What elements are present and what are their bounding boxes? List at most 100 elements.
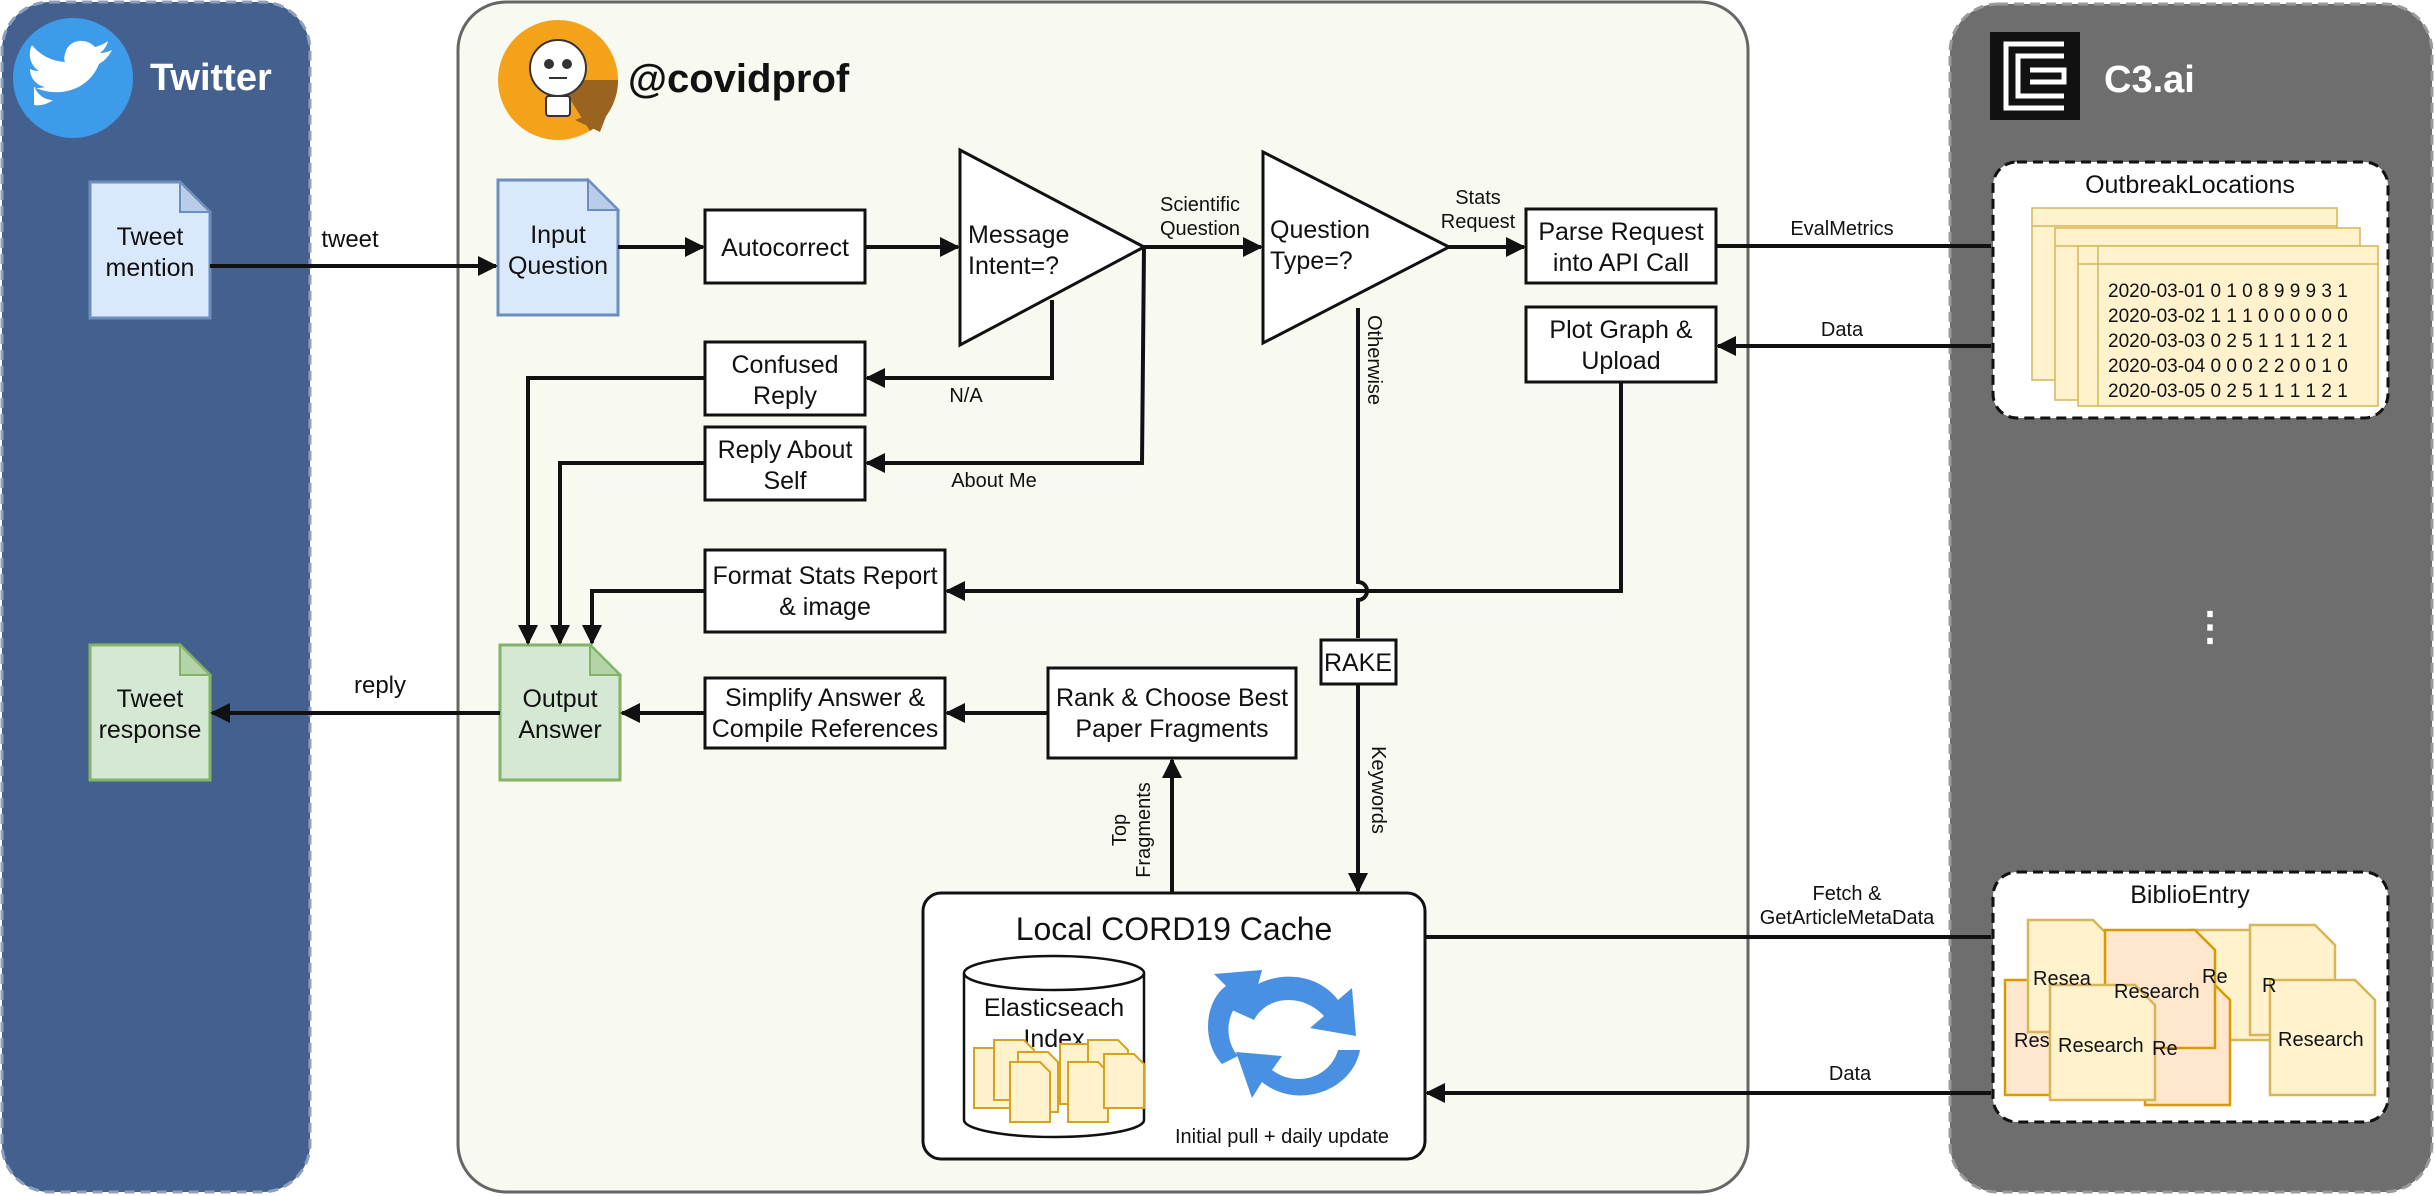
edge-plot-to-format [945,382,1623,601]
ellipsis: ⋮ [2190,605,2230,649]
confused-reply-label-1: Confused [731,351,838,379]
research-documents-icon [2003,918,2377,1107]
edge-confused-output [518,376,705,645]
edge-label-otherwise: Otherwise [1363,315,1385,405]
reply-about-self-node: Reply About Self [703,425,867,502]
autocorrect-label: Autocorrect [721,234,849,262]
simplify-answer-label-1: Simplify Answer & [725,684,925,712]
plot-graph-label-2: Upload [1581,347,1660,375]
autocorrect-node: Autocorrect [703,208,867,285]
cache-update-label: Initial pull + daily update [1175,1126,1389,1148]
edge-label-stats-2: Request [1441,211,1516,233]
outbreak-locations-node: OutbreakLocations 2020-03-01 0 1 0 8 9 9… [1991,160,2390,420]
biblio-entry-node: BiblioEntry Resea Res Re Re R Research R… [1991,870,2390,1124]
edge-label-stats-1: Stats [1455,187,1501,209]
output-answer-label-1: Output [522,685,597,713]
parse-request-label-2: into API Call [1553,249,1689,277]
rank-choose-node: Rank & Choose Best Paper Fragments [1046,666,1298,760]
research-label: Research [2058,1035,2144,1057]
reply-about-self-label-2: Self [763,467,806,495]
outbreak-row: 2020-03-04 0 0 0 2 2 0 0 1 0 [2108,356,2348,377]
edge-otherwise [1356,308,1369,638]
rake-node: RAKE [1319,638,1398,686]
edge-label-eval-metrics: EvalMetrics [1790,218,1893,240]
biblio-entry-title: BiblioEntry [2130,881,2250,909]
simplify-answer-node: Simplify Answer & Compile References [703,676,947,750]
question-type-node: Question Type=? [1261,149,1453,346]
input-question-label-1: Input [530,221,586,249]
research-label-partial: Res [2014,1030,2050,1052]
rank-choose-label-1: Rank & Choose Best [1056,684,1288,712]
edge-label-na: N/A [949,385,983,407]
cord19-cache-node: Local CORD19 Cache Elasticseach Index In… [921,891,1427,1161]
format-stats-node: Format Stats Report & image [703,548,947,634]
message-intent-label-1: Message [968,221,1069,249]
message-intent-label-2: Intent=? [968,252,1059,280]
twitter-lane-title: Twitter [150,57,272,99]
parse-request-label-1: Parse Request [1538,218,1703,246]
format-stats-label-1: Format Stats Report [712,562,937,590]
edge-label-keywords: Keywords [1367,746,1389,834]
research-label-partial: Resea [2033,968,2092,990]
edge-about-output [550,461,705,645]
c3-logo-icon [1990,32,2080,120]
edge-label-data-top: Data [1821,319,1864,341]
tweet-response-label-2: response [99,716,202,744]
simplify-answer-label-2: Compile References [712,715,939,743]
tweet-response-label-1: Tweet [117,685,184,713]
tweet-response-node: Tweet response [88,642,213,782]
edge-label-about-me: About Me [951,470,1037,492]
input-question-node: Input Question [496,177,621,317]
edge-label-top-fragments-2: Fragments [1133,782,1155,878]
outbreak-row: 2020-03-03 0 2 5 1 1 1 1 2 1 [2108,331,2348,352]
edge-label-data-bottom: Data [1829,1063,1872,1085]
edge-labels: tweet reply Scientific Question Stats Re… [321,187,1935,1085]
robot-lightbulb-icon [498,20,619,140]
edge-label-reply: reply [354,672,406,699]
plot-graph-label-1: Plot Graph & [1549,316,1692,344]
plot-graph-node: Plot Graph & Upload [1524,305,1718,384]
research-label: Research [2278,1029,2364,1051]
document-stack-icon [973,1039,1145,1123]
input-question-label-2: Question [508,252,608,280]
covidprof-lane: @covidprof [456,0,1750,1194]
message-intent-node: Message Intent=? [958,147,1148,348]
research-label: Research [2114,981,2200,1003]
confused-reply-node: Confused Reply [703,340,867,417]
edge-format-output [582,589,705,645]
edge-label-scientific-1: Scientific [1160,194,1240,216]
c3ai-lane-title: C3.ai [2104,59,2195,101]
tweet-mention-label-1: Tweet [117,223,184,251]
edge-label-scientific-2: Question [1160,218,1240,240]
format-stats-label-2: & image [779,593,871,621]
reply-about-self-label-1: Reply About [718,436,853,464]
outbreak-locations-title: OutbreakLocations [2085,171,2295,199]
question-type-label-1: Question [1270,216,1370,244]
edges [210,237,1991,1103]
output-answer-node: Output Answer [498,642,623,782]
confused-reply-label-2: Reply [753,382,817,410]
research-label-partial: Re [2152,1038,2178,1060]
outbreak-row: 2020-03-02 1 1 1 0 0 0 0 0 0 [2108,306,2348,327]
rank-choose-label-2: Paper Fragments [1075,715,1268,743]
parse-request-node: Parse Request into API Call [1524,207,1718,285]
edge-label-fetch-2: GetArticleMetaData [1760,907,1935,929]
twitter-bird-icon [13,18,133,138]
outbreak-row: 2020-03-01 0 1 0 8 9 9 9 3 1 [2108,281,2348,302]
recycle-update-icon [1208,970,1360,1098]
edge-about-me [865,246,1146,473]
covidprof-lane-title: @covidprof [628,57,850,101]
tweet-mention-node: Tweet mention [88,179,213,320]
twitter-lane: Twitter [0,0,312,1194]
edge-label-fetch-1: Fetch & [1813,883,1883,905]
index-label-1: Elasticseach [984,994,1124,1022]
rake-label: RAKE [1324,649,1392,677]
research-label-partial: Re [2202,966,2228,988]
outbreak-row: 2020-03-05 0 2 5 1 1 1 1 2 1 [2108,381,2348,402]
edge-na [865,300,1054,388]
edge-label-tweet: tweet [321,226,379,253]
edge-label-top-fragments-1: Top [1109,814,1131,846]
table-stack-icon [2031,207,2379,407]
cache-title: Local CORD19 Cache [1016,911,1333,947]
